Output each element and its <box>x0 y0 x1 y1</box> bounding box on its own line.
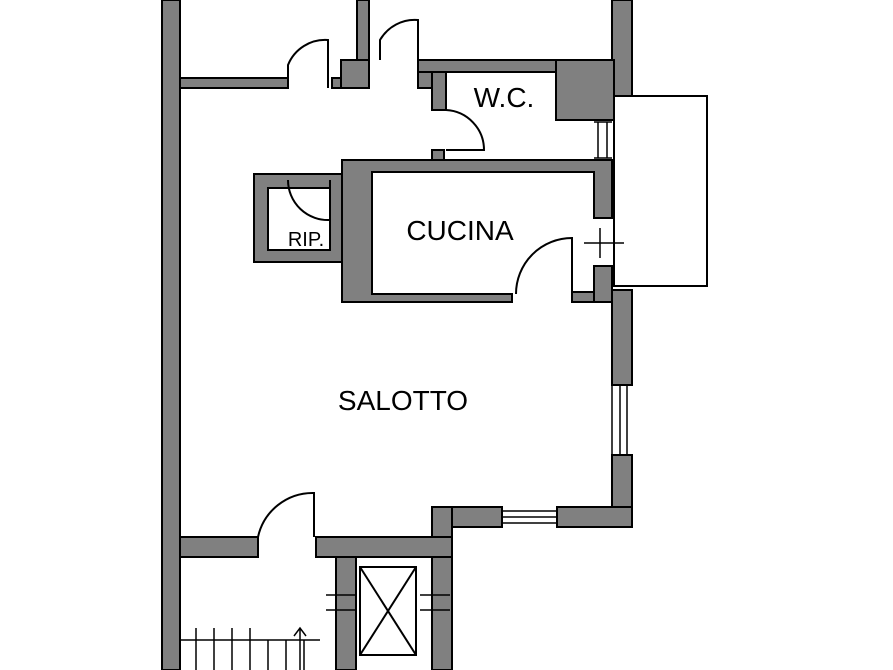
label-living: SALOTTO <box>338 385 468 416</box>
entry-wall-left <box>179 536 259 558</box>
label-storage: RIP. <box>288 229 324 251</box>
door-swing <box>257 491 315 538</box>
balcony <box>613 95 708 287</box>
north-partition-block <box>340 59 370 89</box>
elevator <box>359 566 417 656</box>
door-swing <box>286 179 331 222</box>
arrow-up-icon <box>293 626 307 670</box>
entry-wall-right <box>315 536 453 558</box>
stair-wall-east <box>431 506 453 670</box>
upper-partitions <box>179 0 615 161</box>
elevator-wall-west <box>335 556 357 670</box>
doors <box>257 18 573 538</box>
door-swing <box>515 236 573 295</box>
north-partition-a <box>356 0 370 61</box>
kitchen-wall <box>341 159 613 303</box>
door-swing <box>379 18 419 60</box>
outer-walls <box>161 0 633 670</box>
west-wall <box>161 0 181 670</box>
label-kitchen: CUCINA <box>406 215 514 246</box>
kitchen-wall-se <box>593 265 613 303</box>
elevator-cross <box>359 566 417 656</box>
storage-wall <box>253 173 343 263</box>
north-room-wall <box>179 77 289 89</box>
wc-door-stop <box>431 149 445 161</box>
south-wall-right <box>556 506 633 528</box>
label-wc: W.C. <box>474 82 535 113</box>
kitchen-walls <box>253 159 613 303</box>
wc-corner-block <box>555 59 615 121</box>
door-swing <box>445 109 486 151</box>
east-wall-middle <box>611 289 633 386</box>
door-swing <box>287 38 329 88</box>
